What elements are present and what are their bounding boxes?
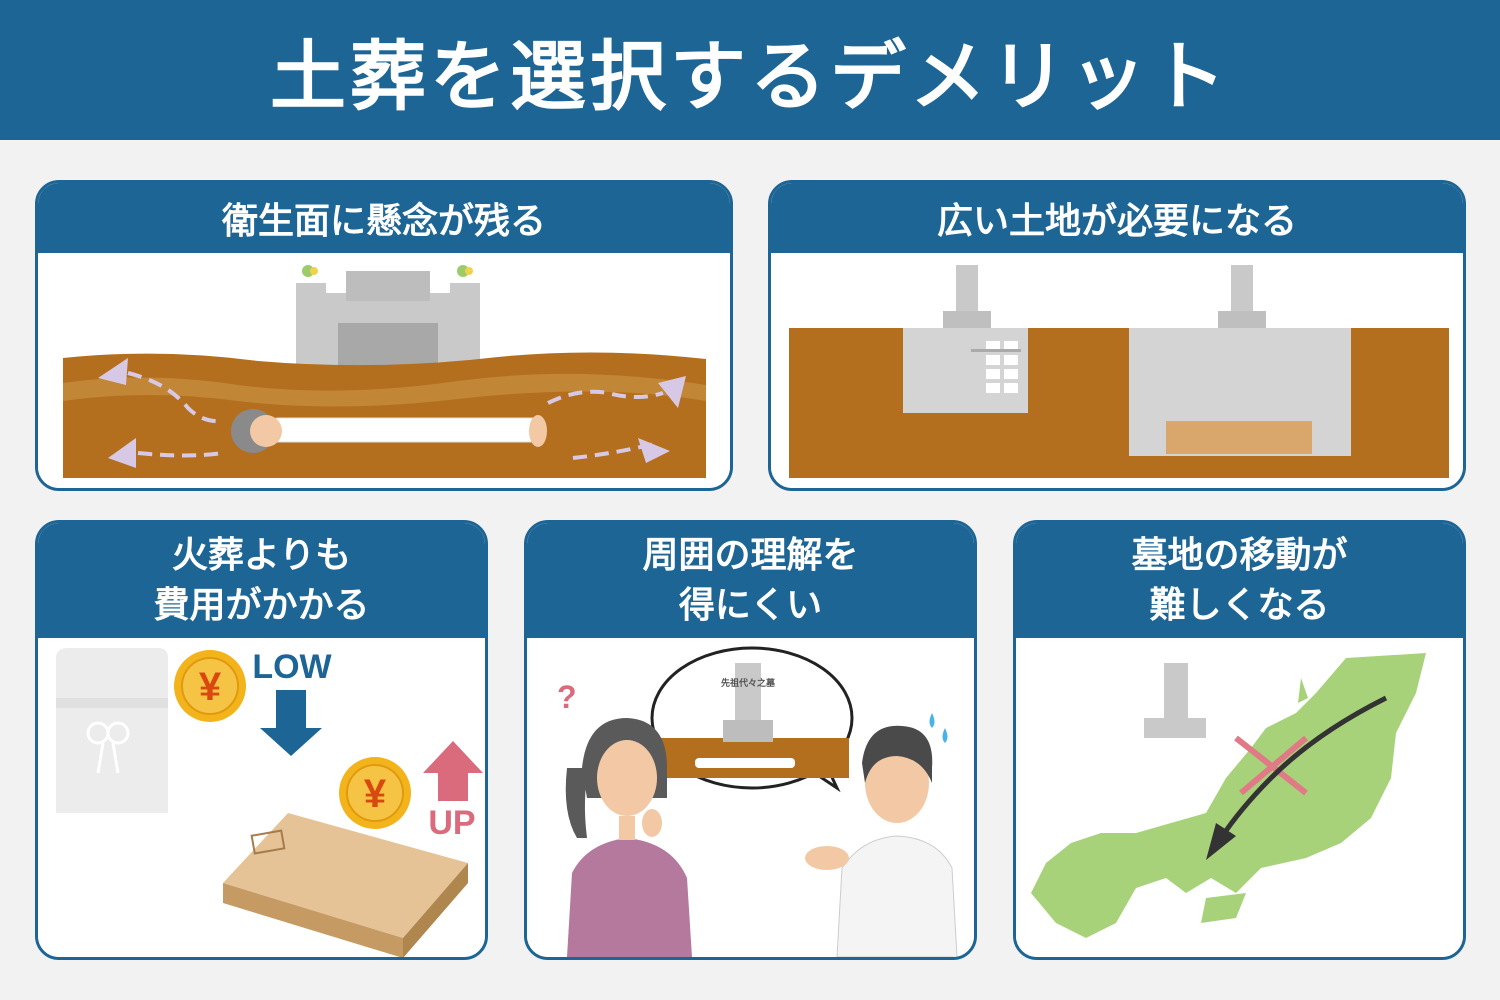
cremation-grave-icon [903, 265, 1028, 413]
low-label: LOW [252, 648, 332, 686]
yen-coin-icon: ¥ [174, 650, 246, 722]
burial-grave-icon [1129, 265, 1351, 456]
speech-bubble: 先祖代々之墓 [650, 646, 854, 793]
panel-title-line2: 難しくなる [1149, 584, 1330, 626]
panel-relocation: 墓地の移動が 難しくなる [1013, 520, 1466, 960]
up-arrow-icon [423, 741, 483, 801]
panel-title-line1: 火葬よりも [171, 534, 352, 576]
panel-understanding: 周囲の理解を 得にくい 先祖代々之墓 ? [524, 520, 977, 960]
cost-illustration: ¥ LOW ¥ UP [38, 638, 485, 957]
panel-cost: 火葬よりも 費用がかかる ¥ LOW ¥ [35, 520, 488, 960]
relocation-arrow-head [1206, 823, 1236, 860]
japan-map-icon [1031, 653, 1426, 938]
arrow-heads [98, 358, 686, 468]
panel-title-line2: 費用がかかる [153, 584, 370, 626]
page-title: 土葬を選択するデメリット [270, 32, 1230, 121]
urn-icon [56, 648, 168, 813]
deceased-body-icon [231, 409, 547, 453]
relocation-arrow [1218, 695, 1388, 840]
panel-title: 衛生面に懸念が残る [38, 183, 730, 253]
yen-symbol: ¥ [364, 772, 387, 816]
gravestone-icon [1144, 663, 1206, 738]
down-arrow-icon [260, 690, 322, 756]
yen-symbol: ¥ [199, 665, 222, 709]
gravestone-icon [735, 663, 761, 723]
panel-title-line1: 周囲の理解を [642, 534, 859, 576]
man-worried-icon [805, 725, 958, 957]
burial-soil-illustration [38, 253, 730, 488]
cross-icon [1234, 735, 1308, 796]
gravestone-icon [296, 265, 480, 383]
panel-title-line1: 墓地の移動が [1131, 534, 1348, 576]
yen-coin-icon: ¥ [339, 757, 411, 829]
panel-title: 火葬よりも 費用がかかる [38, 523, 485, 638]
header-banner: 土葬を選択するデメリット [0, 0, 1500, 140]
panel-land: 広い土地が必要になる [768, 180, 1466, 491]
up-label: UP [428, 804, 475, 842]
panel-title-line2: 得にくい [678, 584, 823, 626]
soil-layer [63, 352, 706, 478]
panel-hygiene: 衛生面に懸念が残る [35, 180, 733, 491]
sweat-drops-icon [929, 713, 948, 743]
question-mark-icon: ? [557, 679, 577, 715]
land-comparison-illustration [771, 253, 1463, 488]
coffin-icon [223, 813, 468, 957]
gravestone-text: 先祖代々之墓 [721, 677, 776, 688]
panel-title: 周囲の理解を 得にくい [527, 523, 974, 638]
panel-title: 広い土地が必要になる [771, 183, 1463, 253]
woman-thinking-icon [565, 718, 692, 957]
panel-title: 墓地の移動が 難しくなる [1016, 523, 1463, 638]
conversation-illustration: 先祖代々之墓 ? [527, 638, 974, 957]
japan-map-illustration [1016, 638, 1463, 957]
